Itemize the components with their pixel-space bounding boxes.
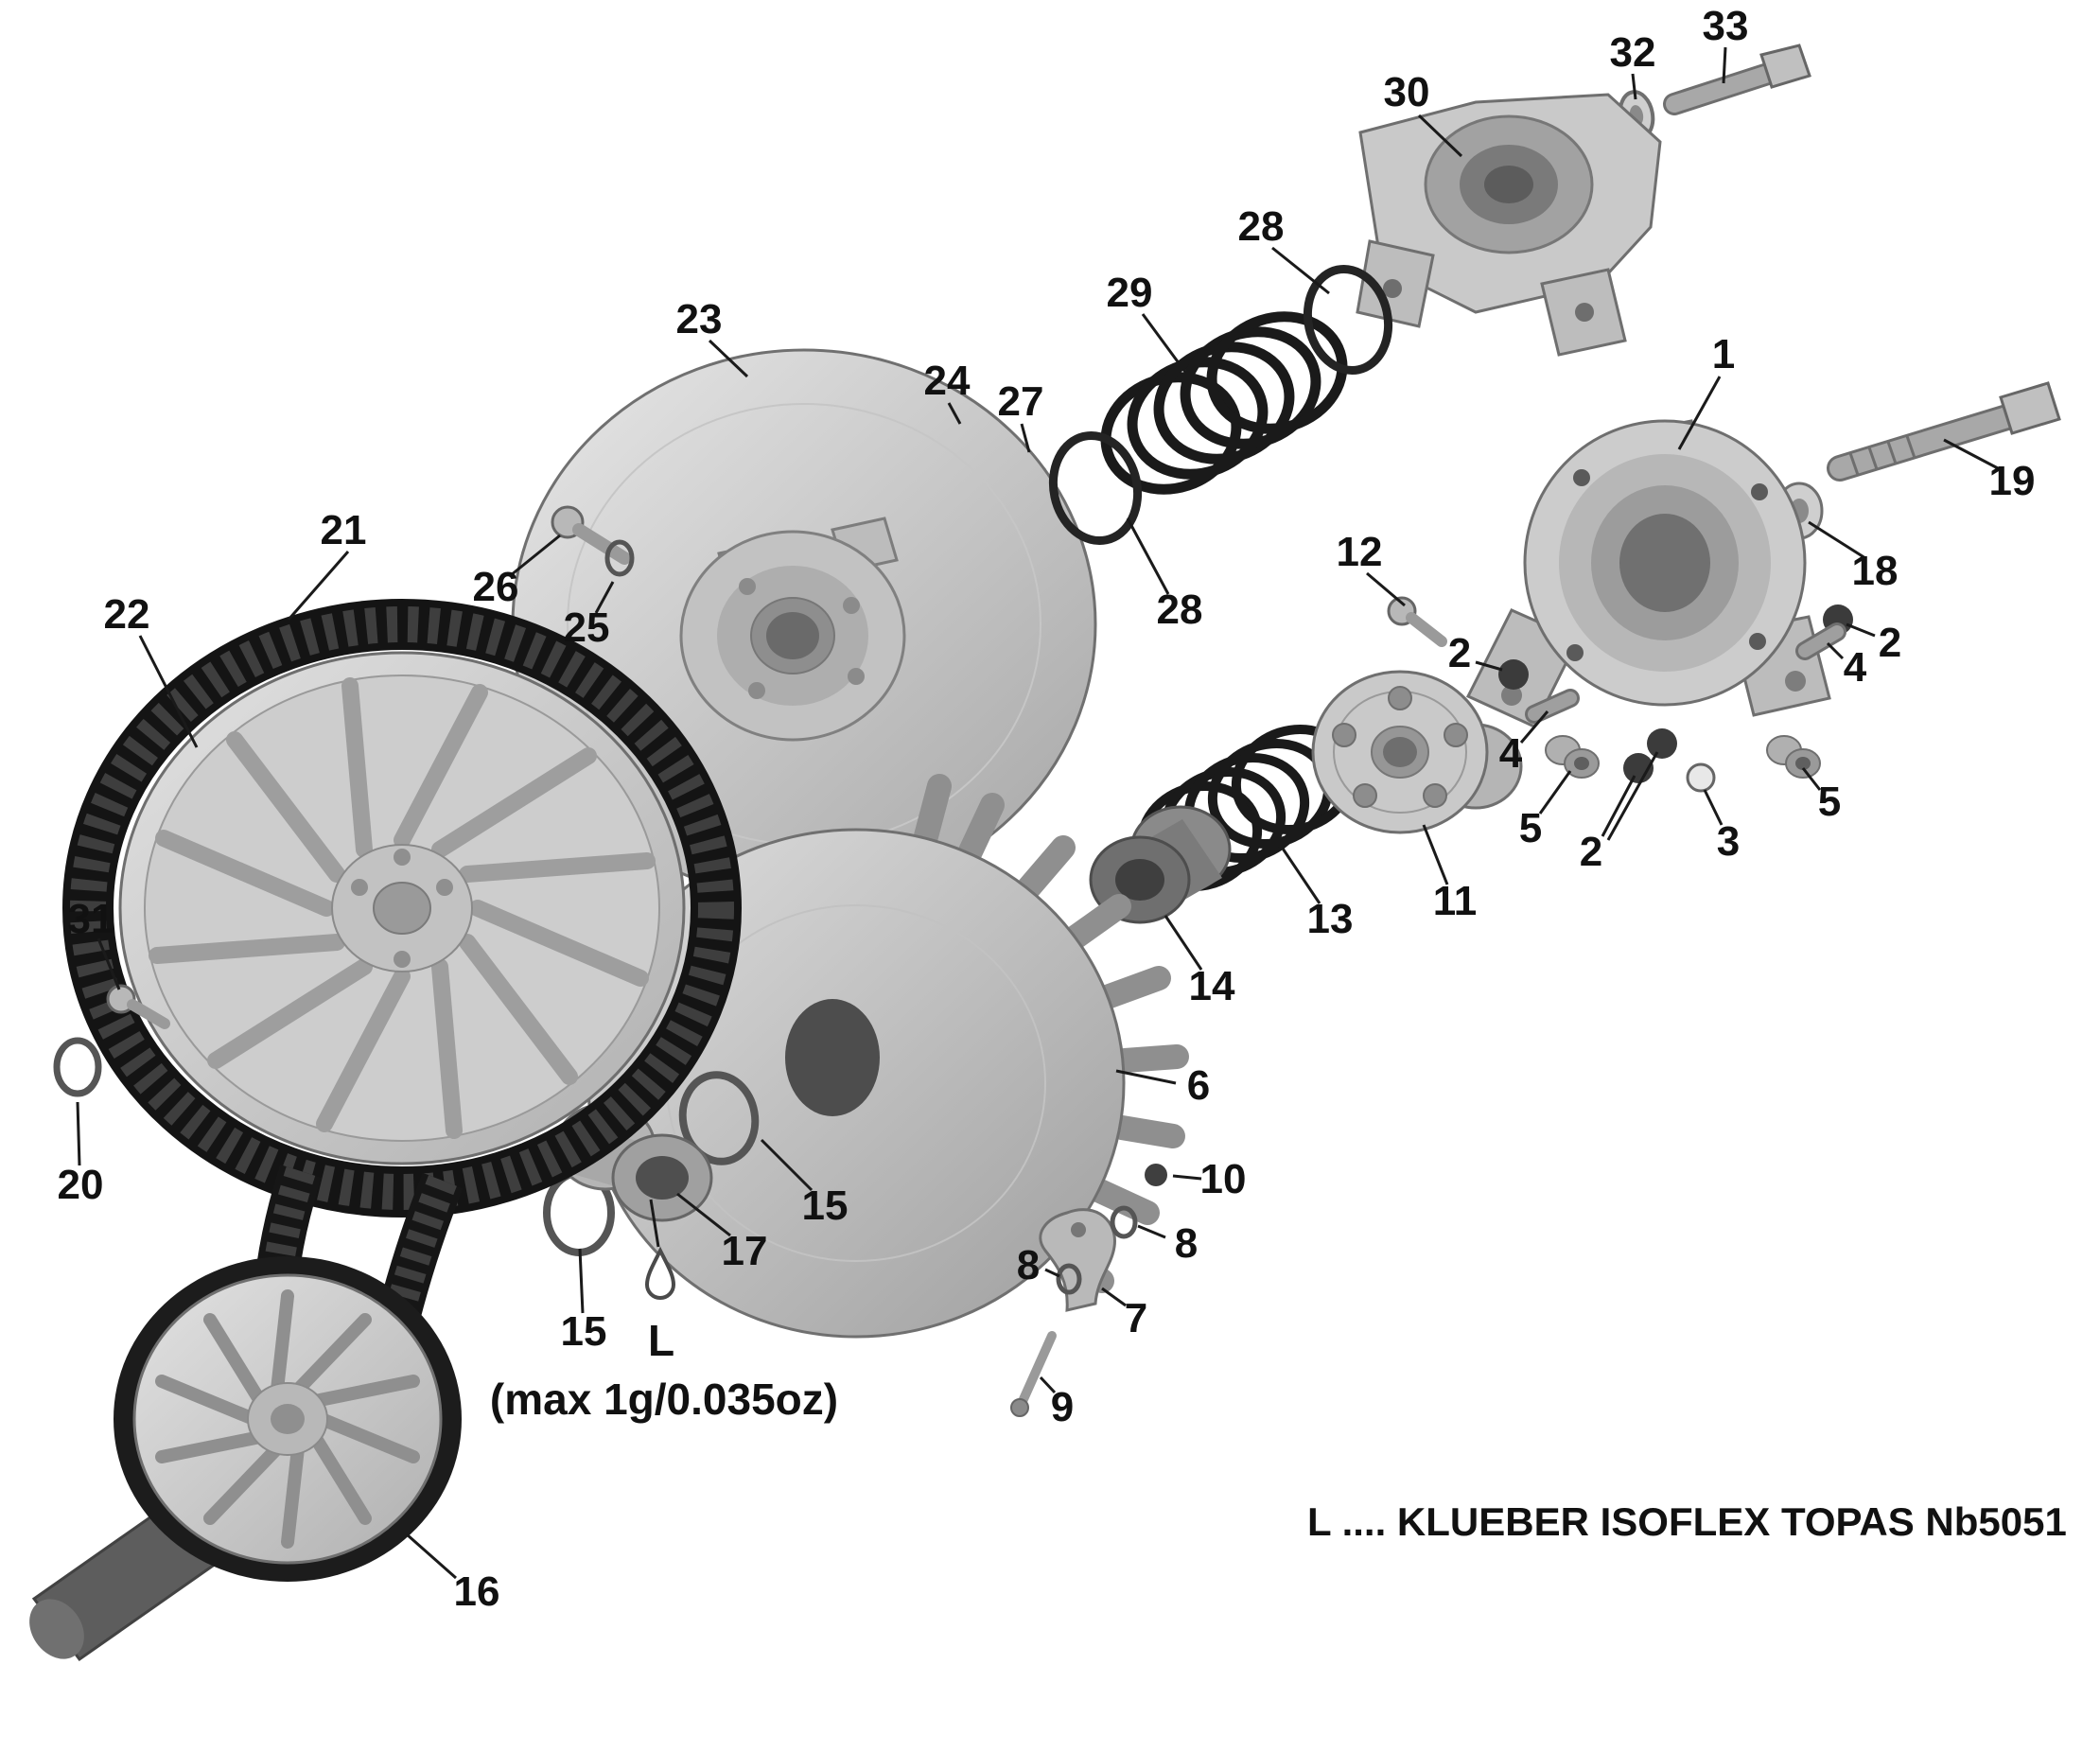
pin-4-b [1795,622,1846,660]
callout-32: 32 [1609,29,1656,76]
housing-30 [1356,93,1662,357]
bolt-33 [1663,44,1811,115]
o-ring-8-a [1110,1205,1138,1239]
callout-19: 19 [1988,458,2036,504]
callout-24: 24 [923,358,971,404]
callout-13: 13 [1306,896,1354,942]
callout-17: 17 [721,1228,768,1274]
callout-1: 1 [1711,331,1736,377]
ring-20 [53,1037,102,1097]
oil-drop-icon [644,1199,676,1300]
bolt-31 [106,984,170,1029]
callout-18: 18 [1851,548,1899,594]
bolt-19 [1827,381,2061,482]
callout-25: 25 [563,604,610,651]
bolt-12 [1387,596,1447,647]
callout-21: 21 [320,507,367,553]
callout-5-b: 5 [1817,779,1842,825]
pin-4-a [1525,689,1580,724]
callout-10: 10 [1199,1156,1247,1202]
lubricant-max-note: (max 1g/0.035oz) [489,1375,839,1424]
bushing-5-b [1766,735,1821,779]
callout-20: 20 [57,1162,104,1208]
lubricant-symbol: L [647,1316,675,1365]
callout-22: 22 [103,591,150,638]
callout-2-c: 2 [1579,829,1603,875]
lever-7 [1039,1208,1116,1312]
callout-30: 30 [1383,69,1430,115]
ball-3 [1686,762,1716,793]
callout-31: 31 [67,896,114,942]
spider-1 [1465,419,1831,728]
pin-9 [1010,1331,1057,1417]
o-ring-28-top [1303,264,1393,376]
ring-15-a [678,1071,760,1165]
leader-lines [76,46,1999,1580]
callout-15-a: 15 [801,1183,849,1229]
plug-2-a [1498,659,1529,690]
callout-4-a: 4 [1843,644,1867,691]
callout-7: 7 [1124,1295,1148,1341]
callout-5-a: 5 [1518,805,1543,851]
callout-8-b: 8 [1016,1242,1041,1288]
o-ring-28-bottom [1048,430,1143,546]
callout-16: 16 [453,1568,500,1615]
ball-10 [1145,1164,1167,1186]
o-ring-8-b [1056,1263,1082,1295]
bolt-26 [551,505,631,565]
callout-8-a: 8 [1174,1220,1199,1267]
callout-11: 11 [1432,878,1478,924]
callout-4-b: 4 [1498,730,1523,777]
callout-28-a: 28 [1237,203,1285,250]
lubricant-legend: L .... KLUEBER ISOFLEX TOPAS Nb5051 [1307,1499,2067,1544]
callout-6: 6 [1186,1062,1211,1109]
callout-27: 27 [997,378,1044,425]
callout-9: 9 [1050,1384,1075,1430]
driven-pulley-22 [118,651,686,1165]
callout-14: 14 [1188,963,1235,1009]
hub-11 [1311,670,1523,834]
callout-2-b: 2 [1878,620,1902,666]
callout-33: 33 [1702,3,1749,49]
ring-25 [604,539,635,577]
callout-28-b: 28 [1156,587,1203,633]
callout-15-b: 15 [560,1308,607,1355]
bushing-5-a [1545,735,1600,779]
callout-29: 29 [1106,270,1153,316]
callout-3: 3 [1716,818,1741,865]
callout-2-a: 2 [1447,630,1472,676]
primary-pulley-16 [114,1256,462,1582]
callout-23: 23 [675,296,723,342]
callout-12: 12 [1336,529,1383,575]
plug-2-c [1623,728,1677,783]
callout-26: 26 [472,564,519,610]
